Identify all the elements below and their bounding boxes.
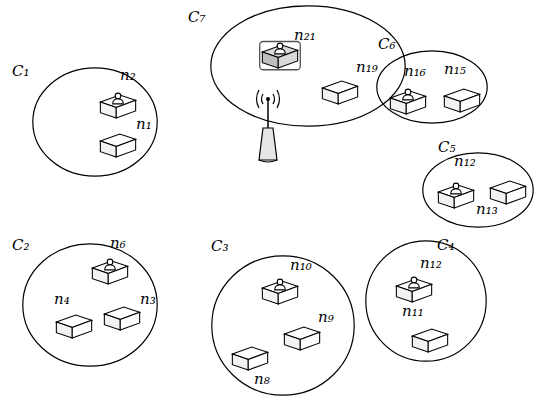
cluster-label: C₃ bbox=[211, 239, 229, 254]
device-node: n₃ bbox=[100, 300, 144, 330]
device-label: n₉ bbox=[318, 310, 334, 325]
cluster-circle: C₄ n₁₂ n₁₁ bbox=[365, 240, 487, 362]
user-device-icon bbox=[96, 88, 140, 118]
cluster-circle: C₂n₆n₃n₄ bbox=[22, 243, 158, 367]
cluster-circle: C₆n₁₆n₁₅ bbox=[376, 50, 488, 124]
device-label: n₁₅ bbox=[444, 62, 466, 77]
device-icon bbox=[96, 127, 140, 157]
device-node: n₁₉ bbox=[318, 74, 362, 104]
device-label: n₆ bbox=[110, 236, 126, 251]
device-node: n₁₁ bbox=[408, 322, 452, 352]
cluster-circle: C₃n₁₀n₉n₈ bbox=[211, 255, 355, 396]
user-device-icon bbox=[258, 274, 302, 304]
device-node: n₁₅ bbox=[440, 82, 484, 112]
device-icon bbox=[280, 320, 324, 350]
device-node: n₁₀ bbox=[258, 274, 302, 304]
cluster-outline bbox=[22, 243, 158, 367]
device-label: n₁₆ bbox=[404, 64, 426, 79]
device-icon bbox=[52, 308, 96, 338]
device-node: n₁₂ bbox=[392, 272, 436, 302]
device-node: n₂ bbox=[96, 88, 140, 118]
cluster-label: C₁ bbox=[12, 64, 30, 79]
device-node: n₁₃ bbox=[486, 174, 530, 204]
device-label: n₁₁ bbox=[402, 304, 424, 319]
device-label: n₂₁ bbox=[294, 28, 316, 43]
cluster-label: C₆ bbox=[378, 37, 396, 52]
device-label: n₁₉ bbox=[356, 60, 378, 75]
device-label: n₁₂ bbox=[420, 256, 442, 271]
device-icon bbox=[408, 322, 452, 352]
device-label: n₃ bbox=[140, 292, 156, 307]
user-device-icon bbox=[392, 272, 436, 302]
user-device-icon bbox=[88, 254, 132, 284]
cluster-circle: C₅n₁₂n₁₃ bbox=[422, 152, 534, 228]
cluster-outline bbox=[211, 255, 355, 396]
device-icon bbox=[440, 82, 484, 112]
device-node: n₉ bbox=[280, 320, 324, 350]
device-label: n₄ bbox=[54, 292, 70, 307]
device-label: n₂ bbox=[120, 68, 136, 83]
device-node: n₁₂ bbox=[434, 178, 478, 208]
device-label: n₁₃ bbox=[476, 202, 498, 217]
device-icon bbox=[228, 340, 272, 370]
cluster-outline bbox=[376, 50, 488, 124]
device-node: n₆ bbox=[88, 254, 132, 284]
device-label: n₁₂ bbox=[454, 154, 476, 169]
device-node: n₈ bbox=[228, 340, 272, 370]
device-node: n₁₆ bbox=[386, 84, 430, 114]
device-node: n₄ bbox=[52, 308, 96, 338]
cluster-label: C₇ bbox=[188, 10, 206, 25]
cluster-label: C₄ bbox=[437, 238, 455, 253]
device-node: n₂₁ bbox=[258, 38, 302, 68]
device-icon bbox=[318, 74, 362, 104]
user-device-icon bbox=[434, 178, 478, 208]
device-icon bbox=[100, 300, 144, 330]
device-label: n₁₀ bbox=[290, 258, 312, 273]
device-node: n₁ bbox=[96, 127, 140, 157]
device-label: n₁ bbox=[136, 117, 152, 132]
device-icon bbox=[486, 174, 530, 204]
cluster-circle: C₇n₂₁n₁₉ bbox=[210, 5, 406, 127]
cluster-label: C₂ bbox=[12, 238, 30, 253]
cluster-circle: C₁n₂n₁ bbox=[32, 67, 158, 177]
device-label: n₈ bbox=[254, 372, 270, 387]
user-device-icon bbox=[386, 84, 430, 114]
cluster-label: C₅ bbox=[438, 140, 456, 155]
